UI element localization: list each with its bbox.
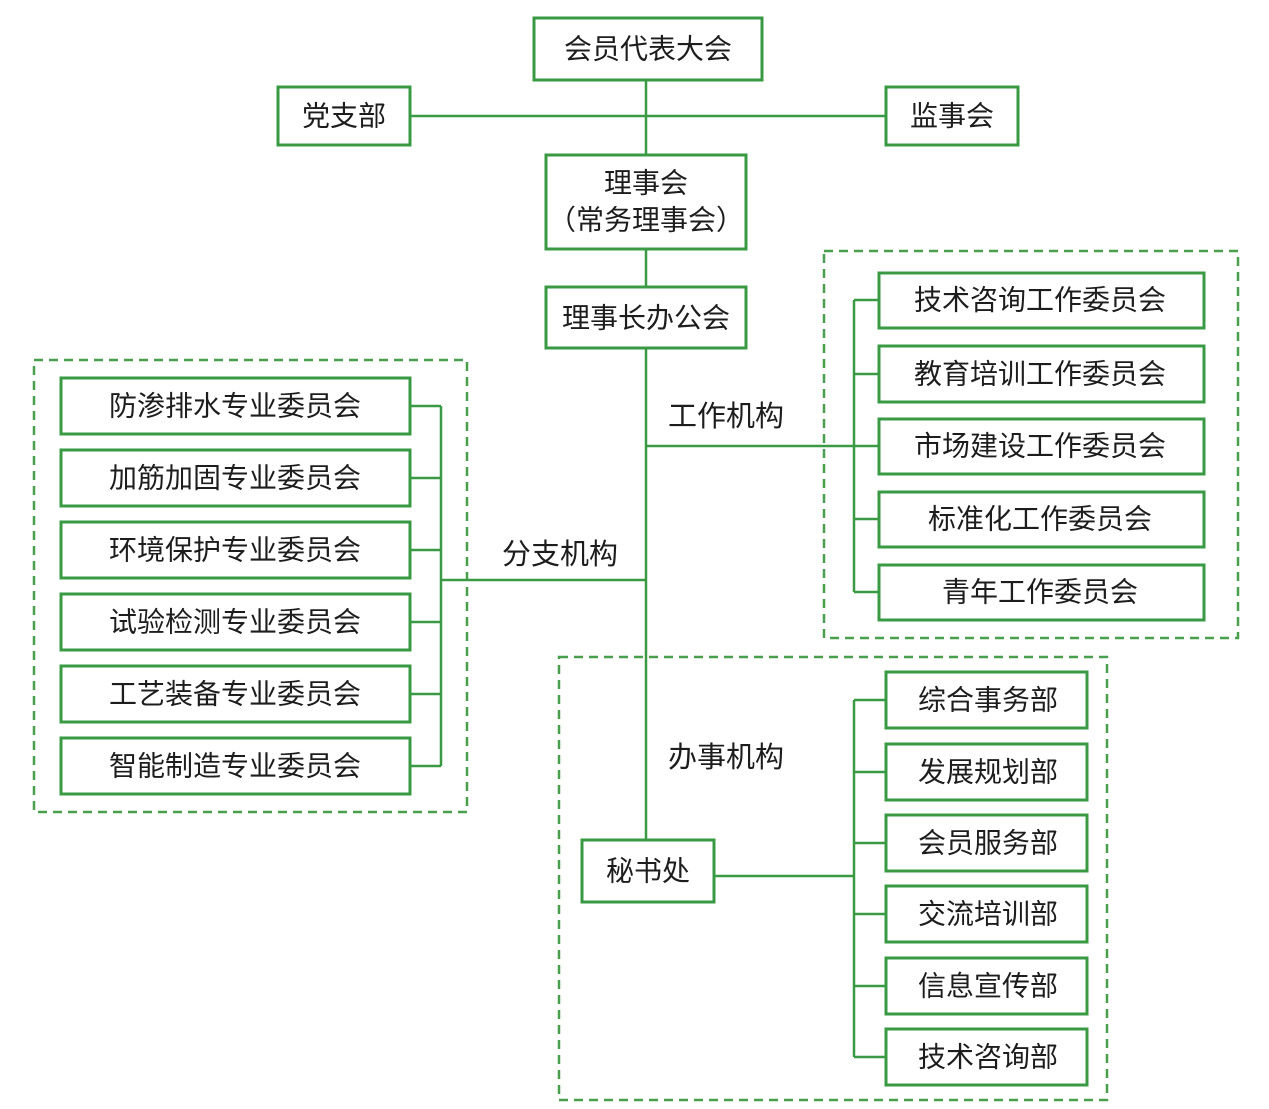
branch-body-label: 加筋加固专业委员会 <box>109 462 361 495</box>
working-body-label: 青年工作委员会 <box>942 576 1138 609</box>
admin-bodies-label: 办事机构 <box>668 740 784 774</box>
admin-department-label: 发展规划部 <box>918 756 1058 789</box>
branch-body-label: 环境保护专业委员会 <box>109 534 361 567</box>
admin-department-label: 技术咨询部 <box>918 1041 1058 1074</box>
working-body-label: 技术咨询工作委员会 <box>914 284 1166 317</box>
working-body-node: 教育培训工作委员会 <box>877 344 1206 404</box>
admin-department-node: 技术咨询部 <box>884 1027 1089 1087</box>
party-branch-label: 党支部 <box>302 100 386 133</box>
assembly-node: 会员代表大会 <box>532 16 764 82</box>
working-body-label: 教育培训工作委员会 <box>914 358 1166 391</box>
branch-body-label: 试验检测专业委员会 <box>109 606 361 639</box>
admin-department-label: 会员服务部 <box>918 827 1058 860</box>
branch-bodies-label: 分支机构 <box>502 537 618 571</box>
branch-body-label: 防渗排水专业委员会 <box>109 390 361 423</box>
secretariat-node: 秘书处 <box>580 838 716 904</box>
admin-department-node: 交流培训部 <box>884 884 1089 944</box>
working-body-label: 市场建设工作委员会 <box>914 430 1166 463</box>
branch-bodies-frame <box>32 358 469 814</box>
chair-office-node: 理事长办公会 <box>544 285 748 350</box>
branch-body-node: 工艺装备专业委员会 <box>59 664 412 724</box>
working-body-node: 技术咨询工作委员会 <box>877 271 1206 330</box>
branch-body-node: 加筋加固专业委员会 <box>59 448 412 508</box>
admin-department-node: 发展规划部 <box>884 742 1089 802</box>
supervisory-board-node: 监事会 <box>884 85 1020 147</box>
branch-body-node: 防渗排水专业委员会 <box>59 376 412 436</box>
connector-lines <box>410 80 886 1059</box>
working-body-label: 标准化工作委员会 <box>928 503 1152 536</box>
admin-department-label: 综合事务部 <box>918 684 1058 717</box>
admin-bodies-frame <box>557 655 1109 1102</box>
branch-body-node: 环境保护专业委员会 <box>59 520 412 580</box>
council-label: 理事会 <box>604 167 688 200</box>
working-body-node: 标准化工作委员会 <box>877 490 1206 549</box>
branch-body-node: 试验检测专业委员会 <box>59 592 412 652</box>
standing-council-label: （常务理事会） <box>548 204 744 237</box>
secretariat-label: 秘书处 <box>606 855 690 888</box>
working-bodies-frame <box>822 249 1240 640</box>
branch-body-label: 智能制造专业委员会 <box>109 750 361 783</box>
admin-department-label: 信息宣传部 <box>918 970 1058 1003</box>
party-branch-node: 党支部 <box>276 85 412 147</box>
admin-department-node: 信息宣传部 <box>884 956 1089 1016</box>
supervisory-board-label: 监事会 <box>910 100 994 133</box>
working-bodies-label: 工作机构 <box>668 399 784 433</box>
admin-department-label: 交流培训部 <box>918 898 1058 931</box>
working-body-node: 青年工作委员会 <box>877 563 1206 622</box>
branch-body-label: 工艺装备专业委员会 <box>109 678 361 711</box>
chair-office-label: 理事长办公会 <box>562 302 730 335</box>
admin-department-node: 综合事务部 <box>884 670 1089 730</box>
council-node: 理事会 （常务理事会） <box>544 153 748 251</box>
assembly-label: 会员代表大会 <box>564 33 732 66</box>
branch-body-node: 智能制造专业委员会 <box>59 736 412 796</box>
working-body-node: 市场建设工作委员会 <box>877 417 1206 476</box>
admin-department-node: 会员服务部 <box>884 813 1089 873</box>
